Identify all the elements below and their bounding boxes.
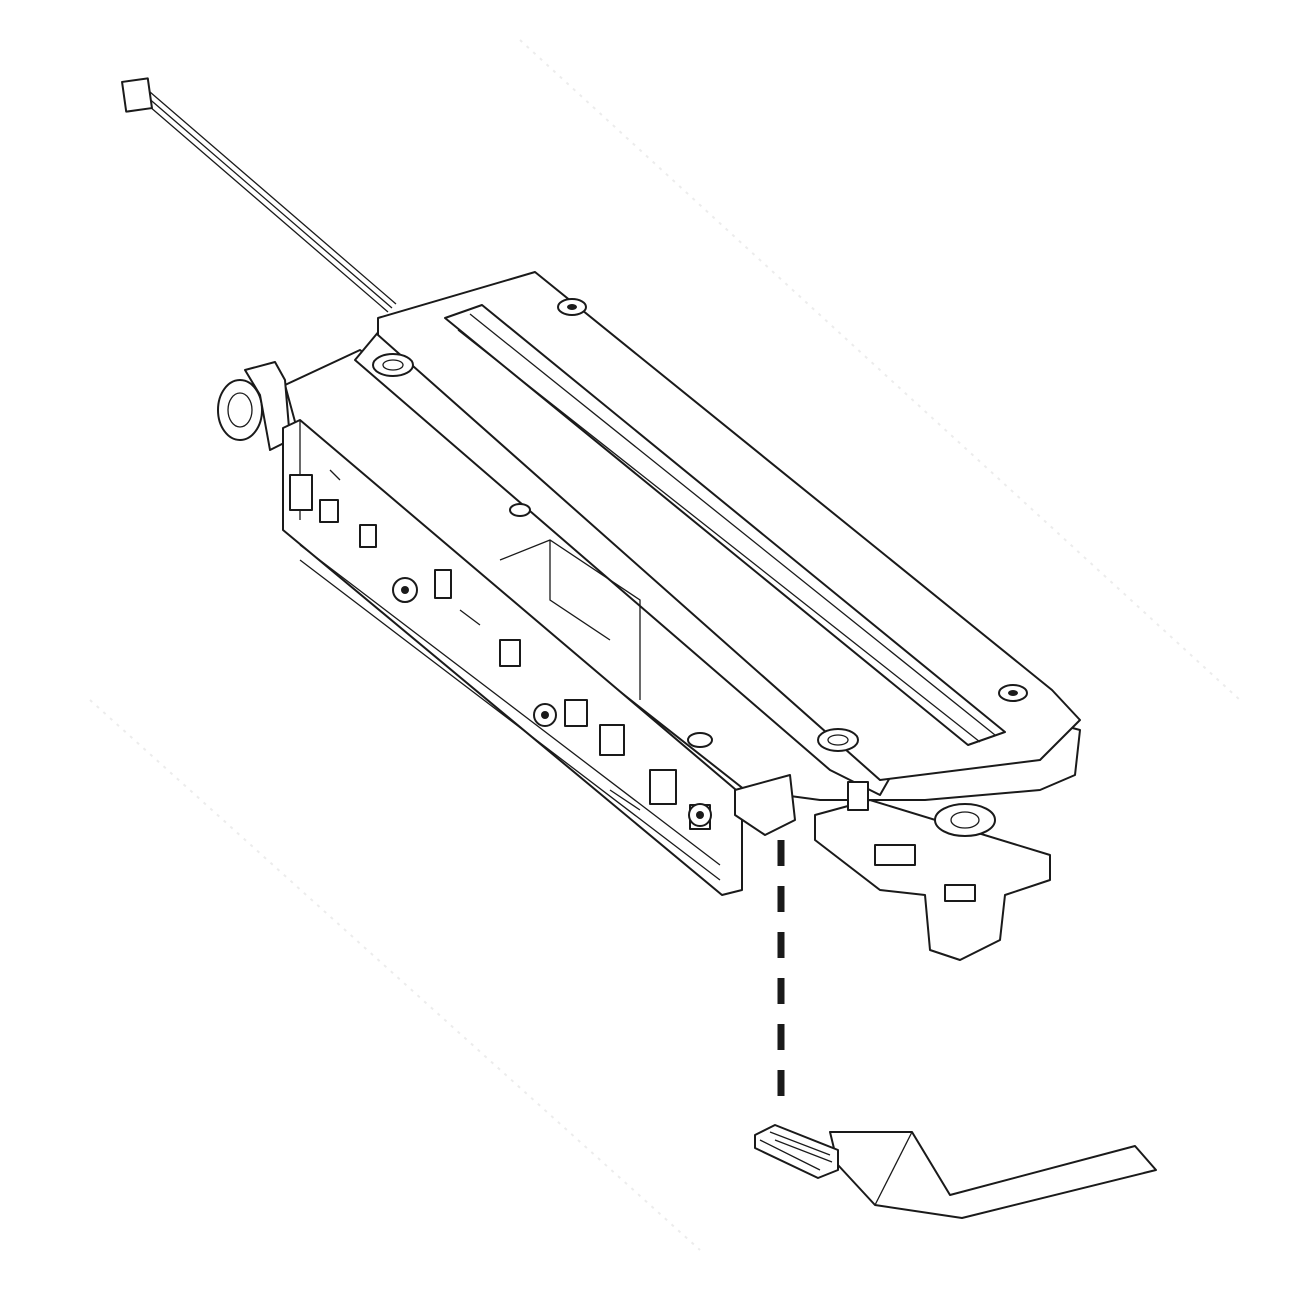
watermark-lines xyxy=(89,39,1241,1251)
screw-hole xyxy=(557,298,587,316)
screw-hole xyxy=(817,728,859,752)
scanner-housing xyxy=(217,271,1081,801)
screw-hole xyxy=(998,684,1028,702)
wire-harness xyxy=(121,77,397,313)
flex-connector xyxy=(754,1124,839,1179)
circuit-board xyxy=(282,419,743,896)
mount-post xyxy=(687,732,713,748)
flex-cable xyxy=(754,1124,1157,1219)
screw-hole xyxy=(372,353,414,377)
switch xyxy=(847,781,869,811)
components xyxy=(289,469,721,881)
wire-connector xyxy=(121,77,153,113)
mount-post xyxy=(509,503,531,517)
mounting-bracket xyxy=(734,774,1051,961)
